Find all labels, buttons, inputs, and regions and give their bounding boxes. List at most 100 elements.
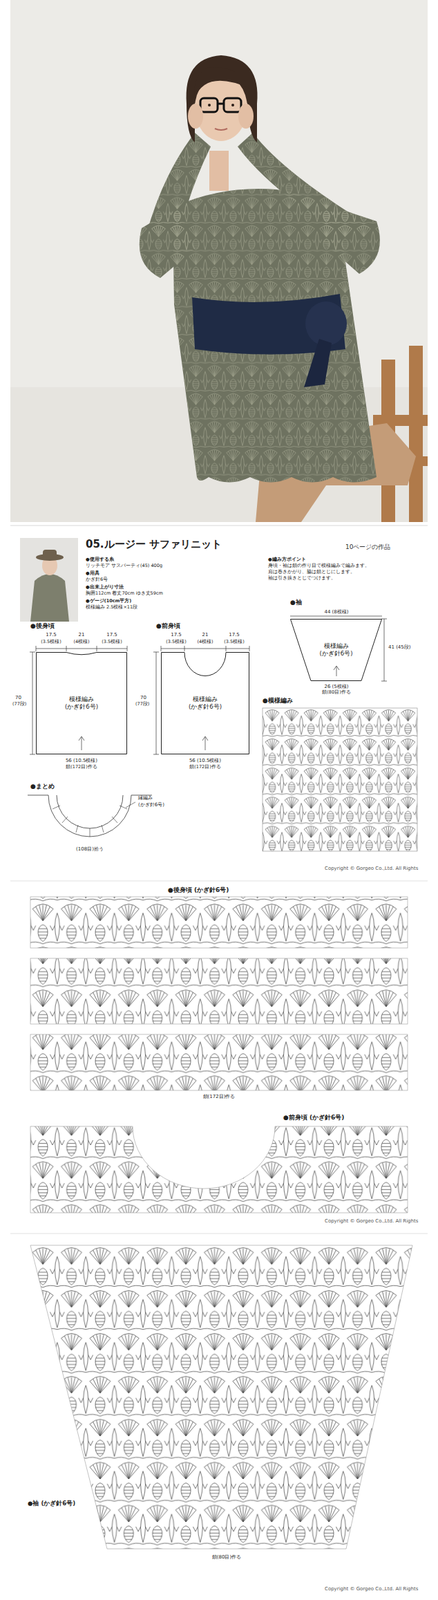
dimension-label: 41 (45段) xyxy=(388,643,412,650)
copyright-note: Copyright © Gorgeo Co.,Ltd. All Rights xyxy=(324,1584,418,1591)
material-note: リッチモア サスパーティ(45) 400g xyxy=(85,563,163,568)
dimension-label: (3.5模様) xyxy=(165,639,186,644)
drawing-part xyxy=(223,98,242,112)
drawing-part xyxy=(30,1033,408,1090)
piece-stitch-note: 模様編み xyxy=(192,694,218,703)
drawing-part xyxy=(20,537,79,622)
drawing-part xyxy=(194,67,251,99)
drawing-part xyxy=(35,645,128,651)
drawing-part xyxy=(408,345,423,522)
piece-outline-path xyxy=(36,652,128,754)
pattern-title: 05.ルージー サファリニット xyxy=(85,538,222,550)
drawing-part xyxy=(139,132,380,483)
stitch-chart-sleeve xyxy=(30,1244,413,1548)
dimension-label: (3.5模様) xyxy=(223,639,244,644)
sleeve-schematic: 模様編み(かぎ針6号) xyxy=(290,618,383,681)
dimension-label: 鎖(172目)作る xyxy=(189,764,221,769)
stitch-chart-small xyxy=(262,707,418,851)
drawing-part xyxy=(305,301,347,346)
material-heading: ●ゲージ(10cm平方) xyxy=(85,598,132,604)
method-note: 身頃・袖は鎖の作り目で模様編みで編みます。 xyxy=(268,563,370,568)
drawing-part xyxy=(78,735,85,750)
section-heading: ●前身頃 xyxy=(156,621,181,629)
drawing-part xyxy=(42,549,57,557)
dimension-label: 21 xyxy=(202,631,209,637)
drawing-part xyxy=(56,794,123,828)
piece-stitch-note: (かぎ針6号) xyxy=(188,702,222,711)
drawing-part xyxy=(27,794,152,796)
dimension-label: 56 (10.5模様) xyxy=(65,757,98,763)
edging-note: (108目)拾う xyxy=(75,845,104,852)
drawing-part xyxy=(187,103,204,129)
drawing-part xyxy=(186,55,258,143)
dimension-label: 70 xyxy=(140,694,147,700)
dimension-label: 17.5 xyxy=(106,631,118,637)
dimension-label: 鎖(80目)作る xyxy=(321,689,351,695)
dimension-label: 17.5 xyxy=(170,631,182,637)
dimension-label: 鎖(172目)作る xyxy=(65,764,97,769)
edging-note: 縁編み xyxy=(138,794,153,801)
section-heading: ●袖 xyxy=(290,598,302,606)
edging-note: (かぎ針6号) xyxy=(138,801,165,807)
dimension-label: (3.5模様) xyxy=(101,639,122,644)
dimension-label: 26 (5模様) xyxy=(324,683,349,689)
material-note: かぎ針6号 xyxy=(85,576,108,582)
dimension-label: (77段) xyxy=(12,701,27,707)
method-note: 袖は引き抜きとじでつけます。 xyxy=(268,575,336,581)
page-divider xyxy=(10,880,428,881)
drawing-part xyxy=(48,794,132,836)
section-heading: ●後身頃 xyxy=(30,621,55,629)
drawing-part xyxy=(139,132,380,483)
drawing-part xyxy=(202,735,208,750)
page-divider xyxy=(10,525,428,526)
method-heading: ●編み方ポイント xyxy=(268,556,307,562)
copyright-note: Copyright © Gorgeo Co.,Ltd. All Rights xyxy=(324,864,418,871)
thumbnail-photo xyxy=(20,537,79,622)
piece-outline-path xyxy=(290,619,383,681)
back-schematic: 模様編み(かぎ針6号) xyxy=(35,651,128,754)
piece-stitch-note: 模様編み xyxy=(69,694,94,703)
drawing-part xyxy=(381,618,387,681)
dimension-label: 17.5 xyxy=(228,631,240,637)
material-note: 模様編み 2.5模様×11段 xyxy=(85,604,138,610)
section-heading: ●模様編み xyxy=(262,696,293,704)
drawing-part xyxy=(207,103,211,107)
dimension-label: (77段) xyxy=(135,701,150,707)
drawing-part xyxy=(29,651,36,754)
drawing-part xyxy=(52,804,128,836)
drawing-part xyxy=(238,103,254,129)
drawing-part xyxy=(200,98,242,112)
dimension-label: 17.5 xyxy=(45,631,57,637)
stitch-chart-body xyxy=(30,896,408,1212)
dimension-label: 56 (10.5模様) xyxy=(189,757,222,763)
drawing-part xyxy=(303,338,332,387)
chart-heading: ●袖 (かぎ針6号) xyxy=(27,1499,76,1507)
chart-heading: ●前身頃 (かぎ針6号) xyxy=(283,1112,345,1120)
neck-edging-drawing xyxy=(27,794,152,836)
drawing-part xyxy=(262,707,418,851)
dimension-label: 44 (8模様) xyxy=(324,608,349,615)
chart-note: 鎖(80目)作る xyxy=(212,1553,242,1559)
dimension-label: (3.5模様) xyxy=(40,639,61,644)
dimension-label: (4模様) xyxy=(73,639,90,644)
piece-stitch-note: 模様編み xyxy=(324,641,349,650)
drawing-part xyxy=(200,98,218,112)
drawing-part xyxy=(30,1244,413,1548)
drawing-part xyxy=(30,957,408,1024)
piece-stitch-note: (かぎ針6号) xyxy=(64,702,99,711)
chart-note: 鎖(172目)作る xyxy=(203,1092,236,1099)
dimension-label: 21 xyxy=(78,631,85,637)
section-heading: ●まとめ xyxy=(30,782,55,789)
page-reference: 10ページの作品 xyxy=(345,543,391,550)
drawing-part xyxy=(217,102,224,106)
drawing-part xyxy=(125,801,136,807)
material-note: 胸囲112cm 着丈70cm ゆき丈59cm xyxy=(85,590,164,596)
material-heading: ●使用する糸 xyxy=(85,556,114,562)
material-heading: ●用具 xyxy=(85,570,100,576)
piece-outline-path xyxy=(161,652,250,754)
drawing-part xyxy=(30,1125,408,1212)
drawing-part xyxy=(10,0,428,522)
drawing-part xyxy=(290,615,383,617)
